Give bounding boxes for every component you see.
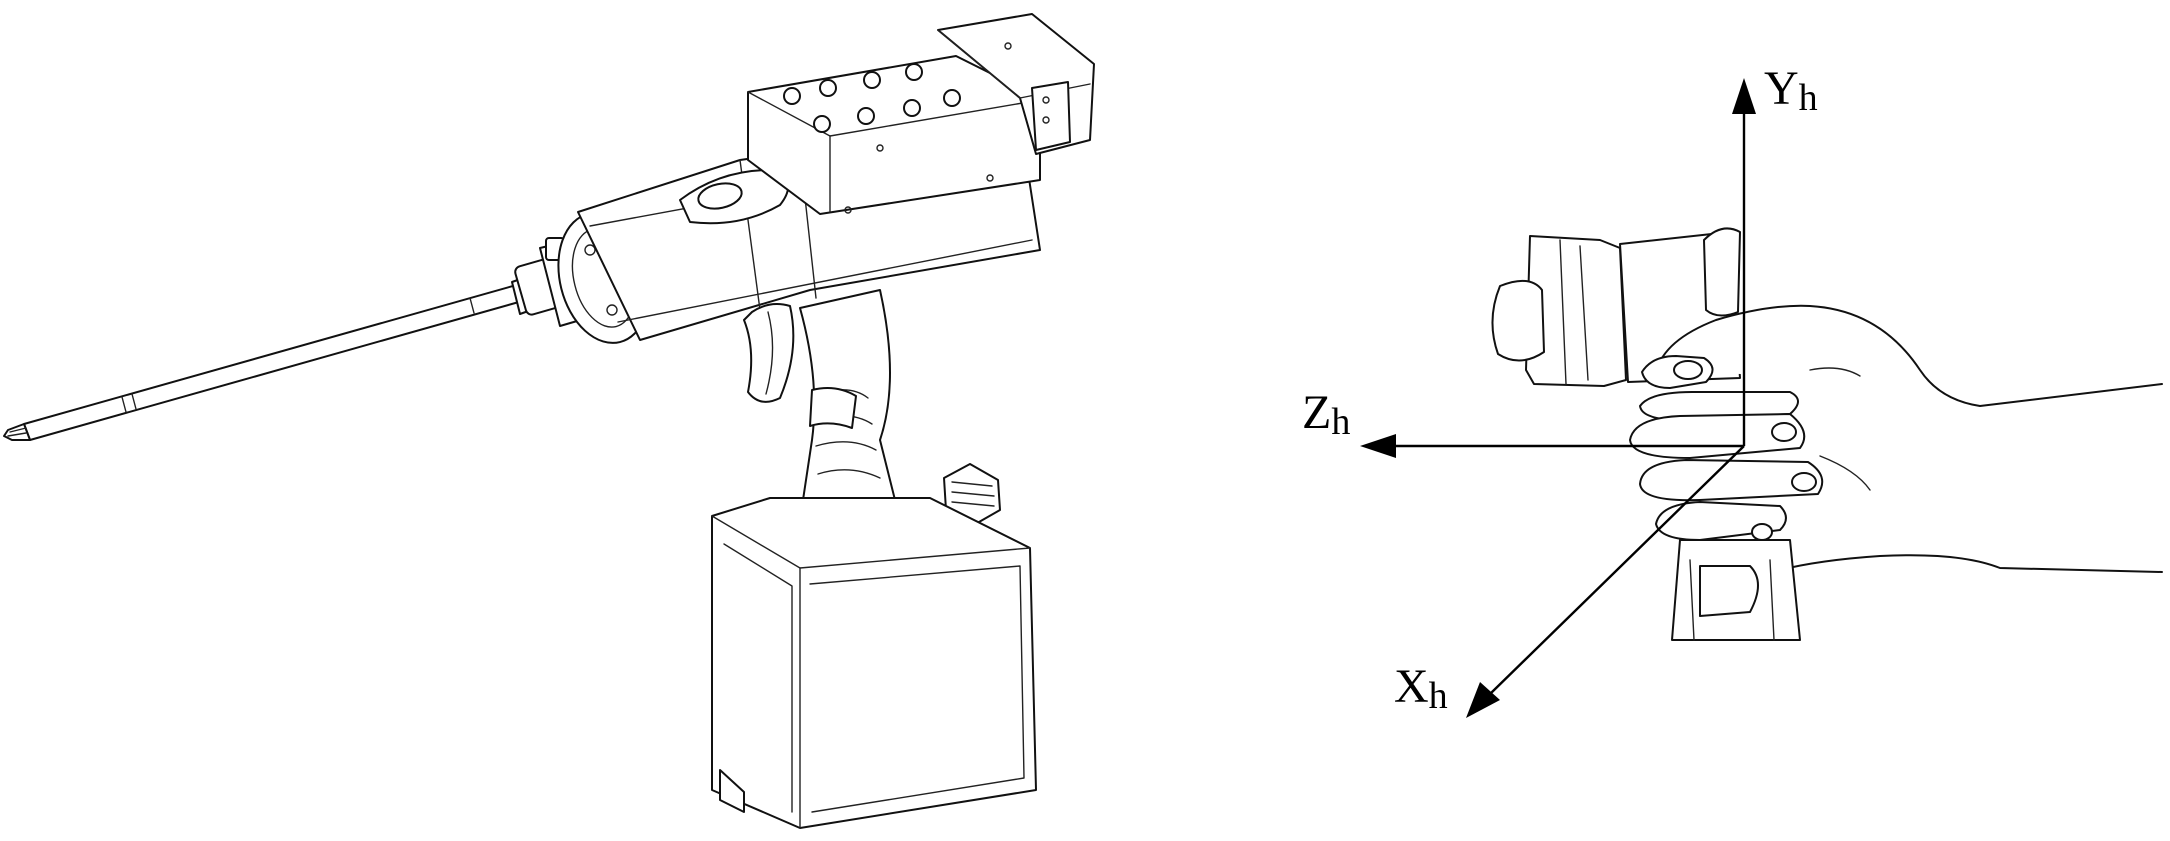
x-axis-line <box>1489 445 1745 695</box>
instrument-shaft <box>3 283 527 441</box>
trigger <box>743 303 795 403</box>
x-axis-label: Xh <box>1394 660 1448 717</box>
coordinate-frame <box>1360 78 1756 718</box>
z-axis-arrowhead <box>1360 434 1396 458</box>
battery-base <box>711 497 1037 829</box>
top-housing <box>747 55 1041 215</box>
hand-grip-drawing: Yh Zh Xh <box>1302 62 2163 718</box>
y-axis-arrowhead <box>1732 78 1756 114</box>
axis-labels: Yh Zh Xh <box>1302 62 1818 717</box>
hand-fingers <box>1629 304 2163 573</box>
z-axis-label: Zh <box>1302 386 1350 443</box>
x-axis-arrowhead <box>1466 682 1500 718</box>
handheld-instrument-drawing <box>3 13 1095 829</box>
held-handle-lower <box>1671 539 1801 641</box>
rear-module <box>937 13 1095 155</box>
y-axis-label: Yh <box>1764 62 1818 119</box>
